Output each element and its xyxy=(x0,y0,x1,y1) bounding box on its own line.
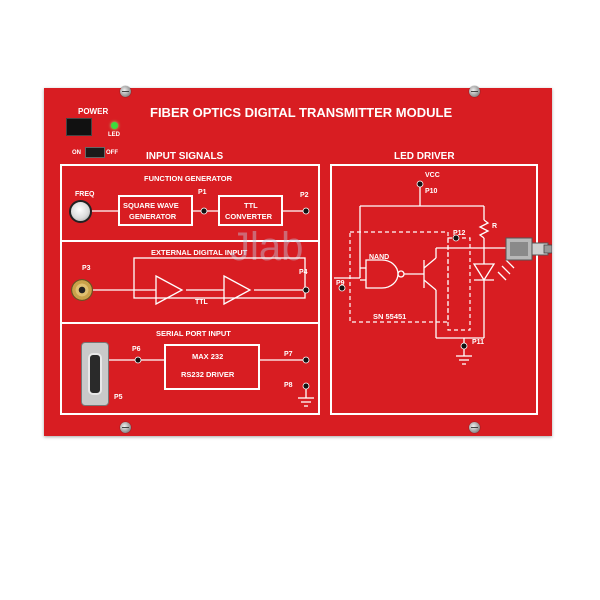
p8-label: P8 xyxy=(284,382,293,389)
screw-top-right xyxy=(469,86,480,97)
on-label: ON xyxy=(72,150,81,156)
ttl-buffer-label: TTL xyxy=(195,299,208,306)
divider-1 xyxy=(60,240,320,242)
square-wave-line2: GENERATOR xyxy=(129,212,177,221)
ttl-line1: TTL xyxy=(244,201,258,210)
p3-label: P3 xyxy=(82,265,91,272)
square-wave-generator-block xyxy=(118,195,193,226)
bnc-connector[interactable] xyxy=(71,279,93,301)
ttl-line2: CONVERTER xyxy=(225,212,273,221)
test-point-p6[interactable] xyxy=(134,356,142,364)
vcc-label: VCC xyxy=(425,172,440,179)
fiber-optic-connector[interactable] xyxy=(505,237,552,261)
test-point-p12[interactable] xyxy=(452,234,460,242)
off-label: OFF xyxy=(106,150,118,156)
p12-label: P12 xyxy=(453,230,466,237)
freq-knob[interactable] xyxy=(69,200,92,223)
test-point-p10[interactable] xyxy=(416,180,424,188)
led-driver-panel xyxy=(330,164,538,415)
p7-label: P7 xyxy=(284,351,293,358)
max232-line1: MAX 232 xyxy=(192,352,224,361)
module-title: FIBER OPTICS DIGITAL TRANSMITTER MODULE xyxy=(150,105,453,120)
power-switch[interactable] xyxy=(85,147,105,158)
screw-top-left xyxy=(120,86,131,97)
test-point-p7[interactable] xyxy=(302,356,310,364)
power-led xyxy=(111,122,118,129)
ic-label: SN 55451 xyxy=(373,312,407,321)
p5-label: P5 xyxy=(114,394,123,401)
power-socket[interactable] xyxy=(66,118,92,136)
p9-label: P9 xyxy=(336,280,345,287)
trainer-board: FIBER OPTICS DIGITAL TRANSMITTER MODULE … xyxy=(44,86,552,436)
p11-label: P11 xyxy=(472,339,485,346)
p2-label: P2 xyxy=(300,192,309,199)
test-point-p4[interactable] xyxy=(302,286,310,294)
test-point-p11[interactable] xyxy=(460,342,468,350)
circuit-traces xyxy=(92,180,552,407)
screw-bottom-left xyxy=(120,422,131,433)
ttl-converter-block xyxy=(218,195,283,226)
square-wave-line1: SQUARE WAVE xyxy=(123,201,179,210)
led-label: LED xyxy=(108,132,120,138)
function-generator-title: FUNCTION GENERATOR xyxy=(144,174,233,183)
test-point-p1[interactable] xyxy=(200,207,208,215)
db9-connector[interactable] xyxy=(81,342,109,406)
nand-label: NAND xyxy=(369,254,390,261)
freq-label: FREQ xyxy=(75,191,95,198)
p1-label: P1 xyxy=(198,189,207,196)
test-point-p8[interactable] xyxy=(302,382,310,390)
divider-2 xyxy=(60,322,320,324)
led-driver-title: LED DRIVER xyxy=(394,151,455,162)
serial-port-title: SERIAL PORT INPUT xyxy=(156,329,231,338)
r-label: R xyxy=(492,223,498,230)
p10-label: P10 xyxy=(425,188,438,195)
input-signals-panel xyxy=(60,164,320,415)
test-point-p2[interactable] xyxy=(302,207,310,215)
test-point-p9[interactable] xyxy=(338,284,346,292)
max232-line2: RS232 DRIVER xyxy=(181,370,235,379)
p6-label: P6 xyxy=(132,346,141,353)
external-input-title: EXTERNAL DIGITAL INPUT xyxy=(151,248,248,257)
screw-bottom-right xyxy=(469,422,480,433)
watermark: Jlab xyxy=(230,225,304,269)
max232-block xyxy=(164,344,260,390)
p4-label: P4 xyxy=(299,269,308,276)
input-signals-title: INPUT SIGNALS xyxy=(146,151,224,162)
power-label: POWER xyxy=(78,107,109,116)
